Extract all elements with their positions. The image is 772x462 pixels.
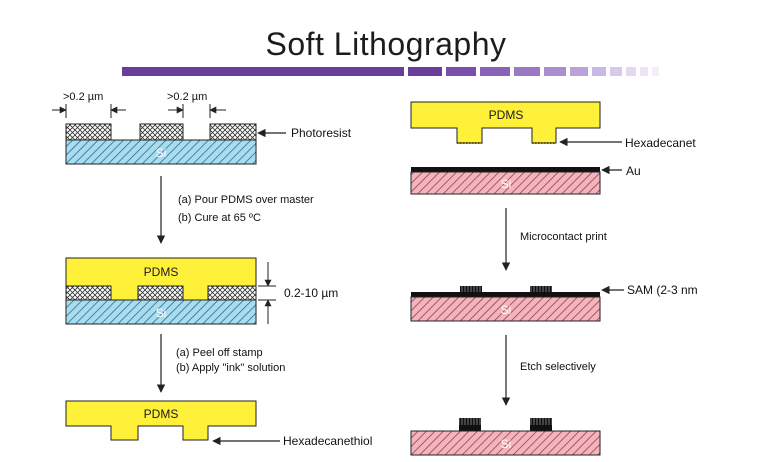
au-label: Au bbox=[626, 164, 641, 178]
sam-patch-3 bbox=[459, 418, 481, 425]
master-structure: Si bbox=[65, 123, 257, 165]
pdms-cast-structure: PDMS Si bbox=[65, 257, 257, 325]
microcontact-label: Microcontact print bbox=[520, 231, 607, 243]
au-on-si-structure: Si bbox=[410, 167, 601, 195]
photoresist-cast-1 bbox=[65, 285, 112, 301]
sam-label: SAM (2-3 nm bbox=[627, 283, 698, 297]
hexadecanet-label: Hexadecanet bbox=[625, 136, 696, 150]
right-pdms-stamp: PDMS bbox=[410, 101, 601, 144]
photoresist-cast-3 bbox=[207, 285, 257, 301]
si-pink-substrate-1 bbox=[410, 171, 601, 195]
dim-left-label: >0.2 µm bbox=[63, 91, 103, 103]
step2-b-label: (b) Apply "ink" solution bbox=[176, 362, 285, 374]
page-title: Soft Lithography bbox=[265, 26, 507, 62]
step2-a-label: (a) Peel off stamp bbox=[176, 347, 263, 359]
sam-patch-2 bbox=[530, 286, 552, 292]
pdms-label-2: PDMS bbox=[144, 407, 179, 421]
right-pdms-label: PDMS bbox=[489, 108, 524, 122]
si-substrate-2 bbox=[65, 299, 257, 325]
si-label-2: Si bbox=[156, 306, 167, 320]
au-layer bbox=[411, 167, 600, 172]
step1-a-label: (a) Pour PDMS over master bbox=[178, 194, 314, 206]
sam-structure: Si bbox=[410, 286, 601, 322]
photoresist-block-3 bbox=[209, 123, 257, 141]
thickness-label: 0.2-10 µm bbox=[284, 286, 338, 300]
etch-label: Etch selectively bbox=[520, 361, 596, 373]
step1-b-label: (b) Cure at 65 ºC bbox=[178, 212, 261, 224]
sam-patch-4 bbox=[530, 418, 552, 425]
photoresist-label: Photoresist bbox=[291, 126, 352, 140]
si-pink-substrate-3 bbox=[410, 430, 601, 456]
right-si-label-3: Si bbox=[501, 437, 512, 451]
dimension-right: >0.2 µm bbox=[167, 91, 226, 118]
au-remaining-2 bbox=[530, 425, 552, 431]
sam-patch-1 bbox=[460, 286, 482, 292]
si-label-1: Si bbox=[156, 146, 167, 160]
au-remaining-1 bbox=[459, 425, 481, 431]
right-si-label-2: Si bbox=[501, 303, 512, 317]
dimension-left: >0.2 µm bbox=[52, 91, 126, 118]
au-layer-2 bbox=[411, 292, 600, 297]
pdms-stamp-bottom: PDMS bbox=[65, 400, 257, 441]
photoresist-block-1 bbox=[65, 123, 112, 141]
photoresist-cast-2 bbox=[137, 285, 184, 301]
si-substrate-1 bbox=[65, 139, 257, 165]
si-pink-substrate-2 bbox=[410, 296, 601, 322]
photoresist-block-2 bbox=[139, 123, 184, 141]
pdms-label-1: PDMS bbox=[144, 265, 179, 279]
title-underline-bar bbox=[122, 67, 659, 76]
thickness-annotation: 0.2-10 µm bbox=[258, 262, 338, 324]
right-si-label-1: Si bbox=[501, 177, 512, 191]
hexadecanethiol-label: Hexadecanethiol bbox=[283, 434, 372, 448]
etched-structure: Si bbox=[410, 418, 601, 456]
dim-right-label: >0.2 µm bbox=[167, 91, 207, 103]
